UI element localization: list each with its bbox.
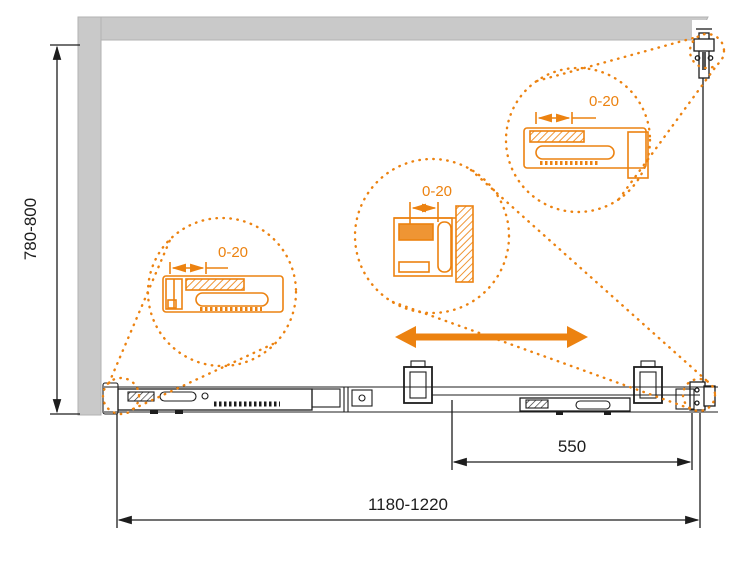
width-dimension-label: 1180-1220 xyxy=(368,495,448,514)
detail-topright-profile xyxy=(523,112,649,179)
detail-middle-profile xyxy=(393,202,474,283)
dimension-550 xyxy=(451,400,693,470)
callouts: 0-20 0-20 0-20 xyxy=(101,32,726,416)
wall-left xyxy=(77,16,102,416)
wall-surfaces xyxy=(77,16,709,416)
leader-left-a xyxy=(131,342,275,411)
wall-top xyxy=(79,16,709,41)
right-roller-bracket xyxy=(633,360,663,404)
center-roller-bracket xyxy=(403,360,433,404)
callout-label-topright: 0-20 xyxy=(589,93,619,110)
leader-left-b xyxy=(107,238,172,385)
right-lower-track xyxy=(519,397,631,415)
center-connector xyxy=(311,387,373,412)
dimension-lines xyxy=(50,44,701,528)
bottom-rail-assembly xyxy=(102,360,718,415)
leader-topright-a xyxy=(617,63,719,201)
leader-topright-b xyxy=(535,35,699,83)
leader-middle-a xyxy=(391,300,693,411)
callout-label-left: 0-20 xyxy=(218,244,248,261)
detail-left-profile xyxy=(162,262,284,313)
dimension-width xyxy=(116,413,701,528)
top-right-bracket xyxy=(693,28,715,79)
left-end-cap xyxy=(102,382,119,415)
leader-middle-b xyxy=(469,168,709,383)
source-circle-bottom-left xyxy=(101,376,141,416)
callout-circle-middle xyxy=(353,157,511,315)
source-circle-top-right xyxy=(688,32,726,70)
dimension-height xyxy=(50,44,80,415)
callout-label-middle: 0-20 xyxy=(422,183,452,200)
callout-circle-top-right xyxy=(504,66,652,214)
height-dimension-label: 780-800 xyxy=(21,198,40,260)
slide-direction-arrow xyxy=(395,326,588,348)
source-circle-bottom-right xyxy=(681,377,717,413)
left-door-profile xyxy=(117,388,313,414)
right-wall-profile xyxy=(689,20,722,411)
panel-offset-dimension-label: 550 xyxy=(558,437,586,456)
